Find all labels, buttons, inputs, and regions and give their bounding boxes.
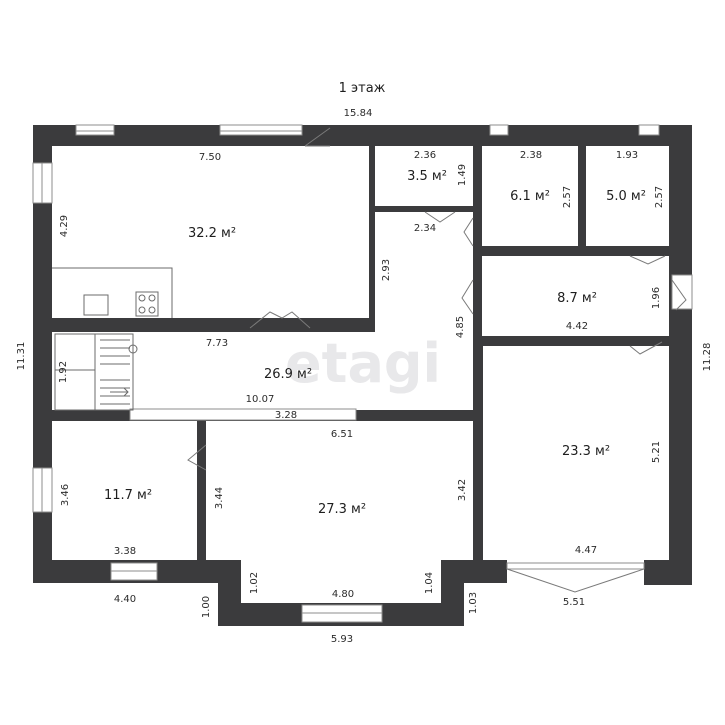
dimension-label: 2.36 <box>414 150 436 161</box>
bay-window-room233 <box>506 568 645 593</box>
wall-corridor-right <box>473 146 482 410</box>
dimension-label: 1.00 <box>201 596 212 618</box>
dimension-label: 10.07 <box>246 394 275 405</box>
wall-living-bottom <box>52 318 375 332</box>
dimension-label: 4.85 <box>455 316 466 338</box>
dimension-label: 1.49 <box>457 164 468 186</box>
dimension-label: 1.93 <box>616 150 638 161</box>
dimension-label: 7.73 <box>206 338 228 349</box>
room-area-label: 26.9 м² <box>264 367 312 382</box>
room-area-label: 3.5 м² <box>407 169 447 184</box>
door-room87-exterior <box>671 279 687 311</box>
dimension-label: 3.28 <box>275 410 297 421</box>
door-entrance <box>304 127 331 147</box>
window <box>489 124 509 136</box>
sink-icon <box>83 294 109 316</box>
floor-title: 1 этаж <box>339 81 386 96</box>
dimension-label: 3.38 <box>114 546 136 557</box>
dimension-label: 1.92 <box>58 361 69 383</box>
dimension-label: 4.29 <box>59 215 70 237</box>
outer-wall-right <box>669 125 692 585</box>
kitchen-counter <box>52 267 173 318</box>
door-living <box>249 311 311 329</box>
dimension-label: 1.02 <box>249 572 260 594</box>
room-area-label: 23.3 м² <box>562 444 610 459</box>
dimension-label: 2.57 <box>654 186 665 208</box>
dimension-label: 4.47 <box>575 545 597 556</box>
wall-room233-left <box>473 336 483 566</box>
dimension-label: 15.84 <box>344 108 373 119</box>
dimension-label: 3.44 <box>214 487 225 509</box>
room-area-label: 27.3 м² <box>318 502 366 517</box>
wall-room117-right <box>197 410 206 570</box>
room-area-label: 5.0 м² <box>606 189 646 204</box>
wall-room87-bottom <box>482 336 669 346</box>
dimension-label: 2.57 <box>562 186 573 208</box>
dimension-label: 3.46 <box>60 484 71 506</box>
stove-icon <box>135 291 159 317</box>
door-room233 <box>629 341 663 355</box>
windows <box>32 124 693 623</box>
wall-storage-bottom <box>375 206 482 212</box>
stairs-icon <box>54 333 138 411</box>
dimension-label: 1.96 <box>651 287 662 309</box>
window <box>75 124 115 136</box>
room-area-label: 32.2 м² <box>188 226 236 241</box>
dimension-label: 6.51 <box>331 429 353 440</box>
opening <box>129 408 357 421</box>
outer-wall-top <box>33 125 692 146</box>
dimension-label: 11.31 <box>16 342 27 371</box>
dimension-label: 1.03 <box>468 592 479 614</box>
door-storage <box>424 211 456 223</box>
doors <box>187 127 687 593</box>
wall-room61-right <box>578 146 586 250</box>
wall-living-right <box>369 146 375 332</box>
outer-wall-bottom-mid <box>441 560 507 583</box>
dimension-label: 4.80 <box>332 589 354 600</box>
outer-wall-bottom-right <box>644 560 692 585</box>
dimension-label: 2.34 <box>414 223 436 234</box>
dimension-label: 1.04 <box>424 572 435 594</box>
dimension-label: 7.50 <box>199 152 221 163</box>
door-room117 <box>187 444 207 471</box>
window <box>506 562 645 570</box>
door-room50 <box>629 255 666 265</box>
room-area-label: 6.1 м² <box>510 189 550 204</box>
dimension-label: 5.93 <box>331 634 353 645</box>
watermark-logo: etagi <box>285 332 441 395</box>
dimension-label: 3.42 <box>457 479 468 501</box>
room-area-label: 11.7 м² <box>104 488 152 503</box>
dimension-label: 5.51 <box>563 597 585 608</box>
dimension-label: 11.28 <box>702 343 713 372</box>
window <box>219 124 303 136</box>
dimension-labels: 15.84 7.50 4.29 2.36 1.49 2.34 2.38 2.57… <box>16 108 713 645</box>
room-labels: 32.2 м² 3.5 м² 6.1 м² 5.0 м² 8.7 м² 26.9… <box>104 169 646 517</box>
door-room61 <box>463 217 474 247</box>
dimension-label: 4.42 <box>566 321 588 332</box>
door-room87 <box>461 279 474 315</box>
dimension-label: 5.21 <box>651 441 662 463</box>
window <box>671 274 693 310</box>
dimension-label: 2.93 <box>381 259 392 281</box>
room-area-label: 8.7 м² <box>557 291 597 306</box>
dimension-label: 2.38 <box>520 150 542 161</box>
kitchen-fixtures <box>52 267 173 318</box>
wall-room87-top <box>482 246 669 256</box>
window <box>638 124 660 136</box>
dimension-label: 4.40 <box>114 594 136 605</box>
